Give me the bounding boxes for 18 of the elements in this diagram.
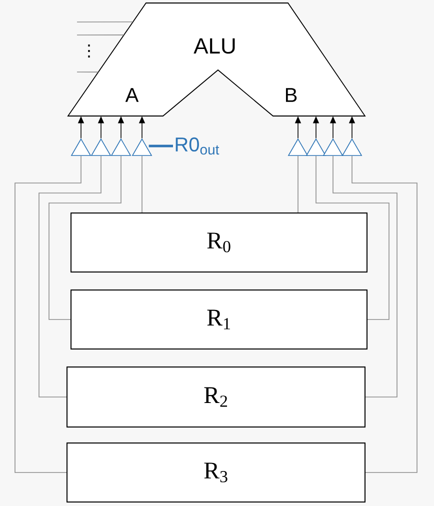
alu-label: A <box>125 88 139 102</box>
register-box: R$_{1}$ <box>70 290 368 350</box>
control-signal-label: R0$_{out}$ <box>176 137 220 155</box>
leader-line <box>148 144 173 148</box>
wire <box>332 156 398 398</box>
register-box: R$_{3}$ <box>66 442 366 502</box>
ellipsis: ⋮ <box>88 44 90 58</box>
wire <box>38 156 102 398</box>
wire <box>76 34 124 36</box>
register-box: R$_{2}$ <box>66 366 366 428</box>
wire <box>352 156 418 473</box>
wire <box>14 156 82 473</box>
register-box: R$_{0}$ <box>70 212 368 272</box>
wire <box>76 21 134 22</box>
wire <box>316 156 390 320</box>
alu-label: ALU <box>194 38 235 54</box>
alu-label: B <box>286 88 297 102</box>
wire <box>48 156 122 320</box>
